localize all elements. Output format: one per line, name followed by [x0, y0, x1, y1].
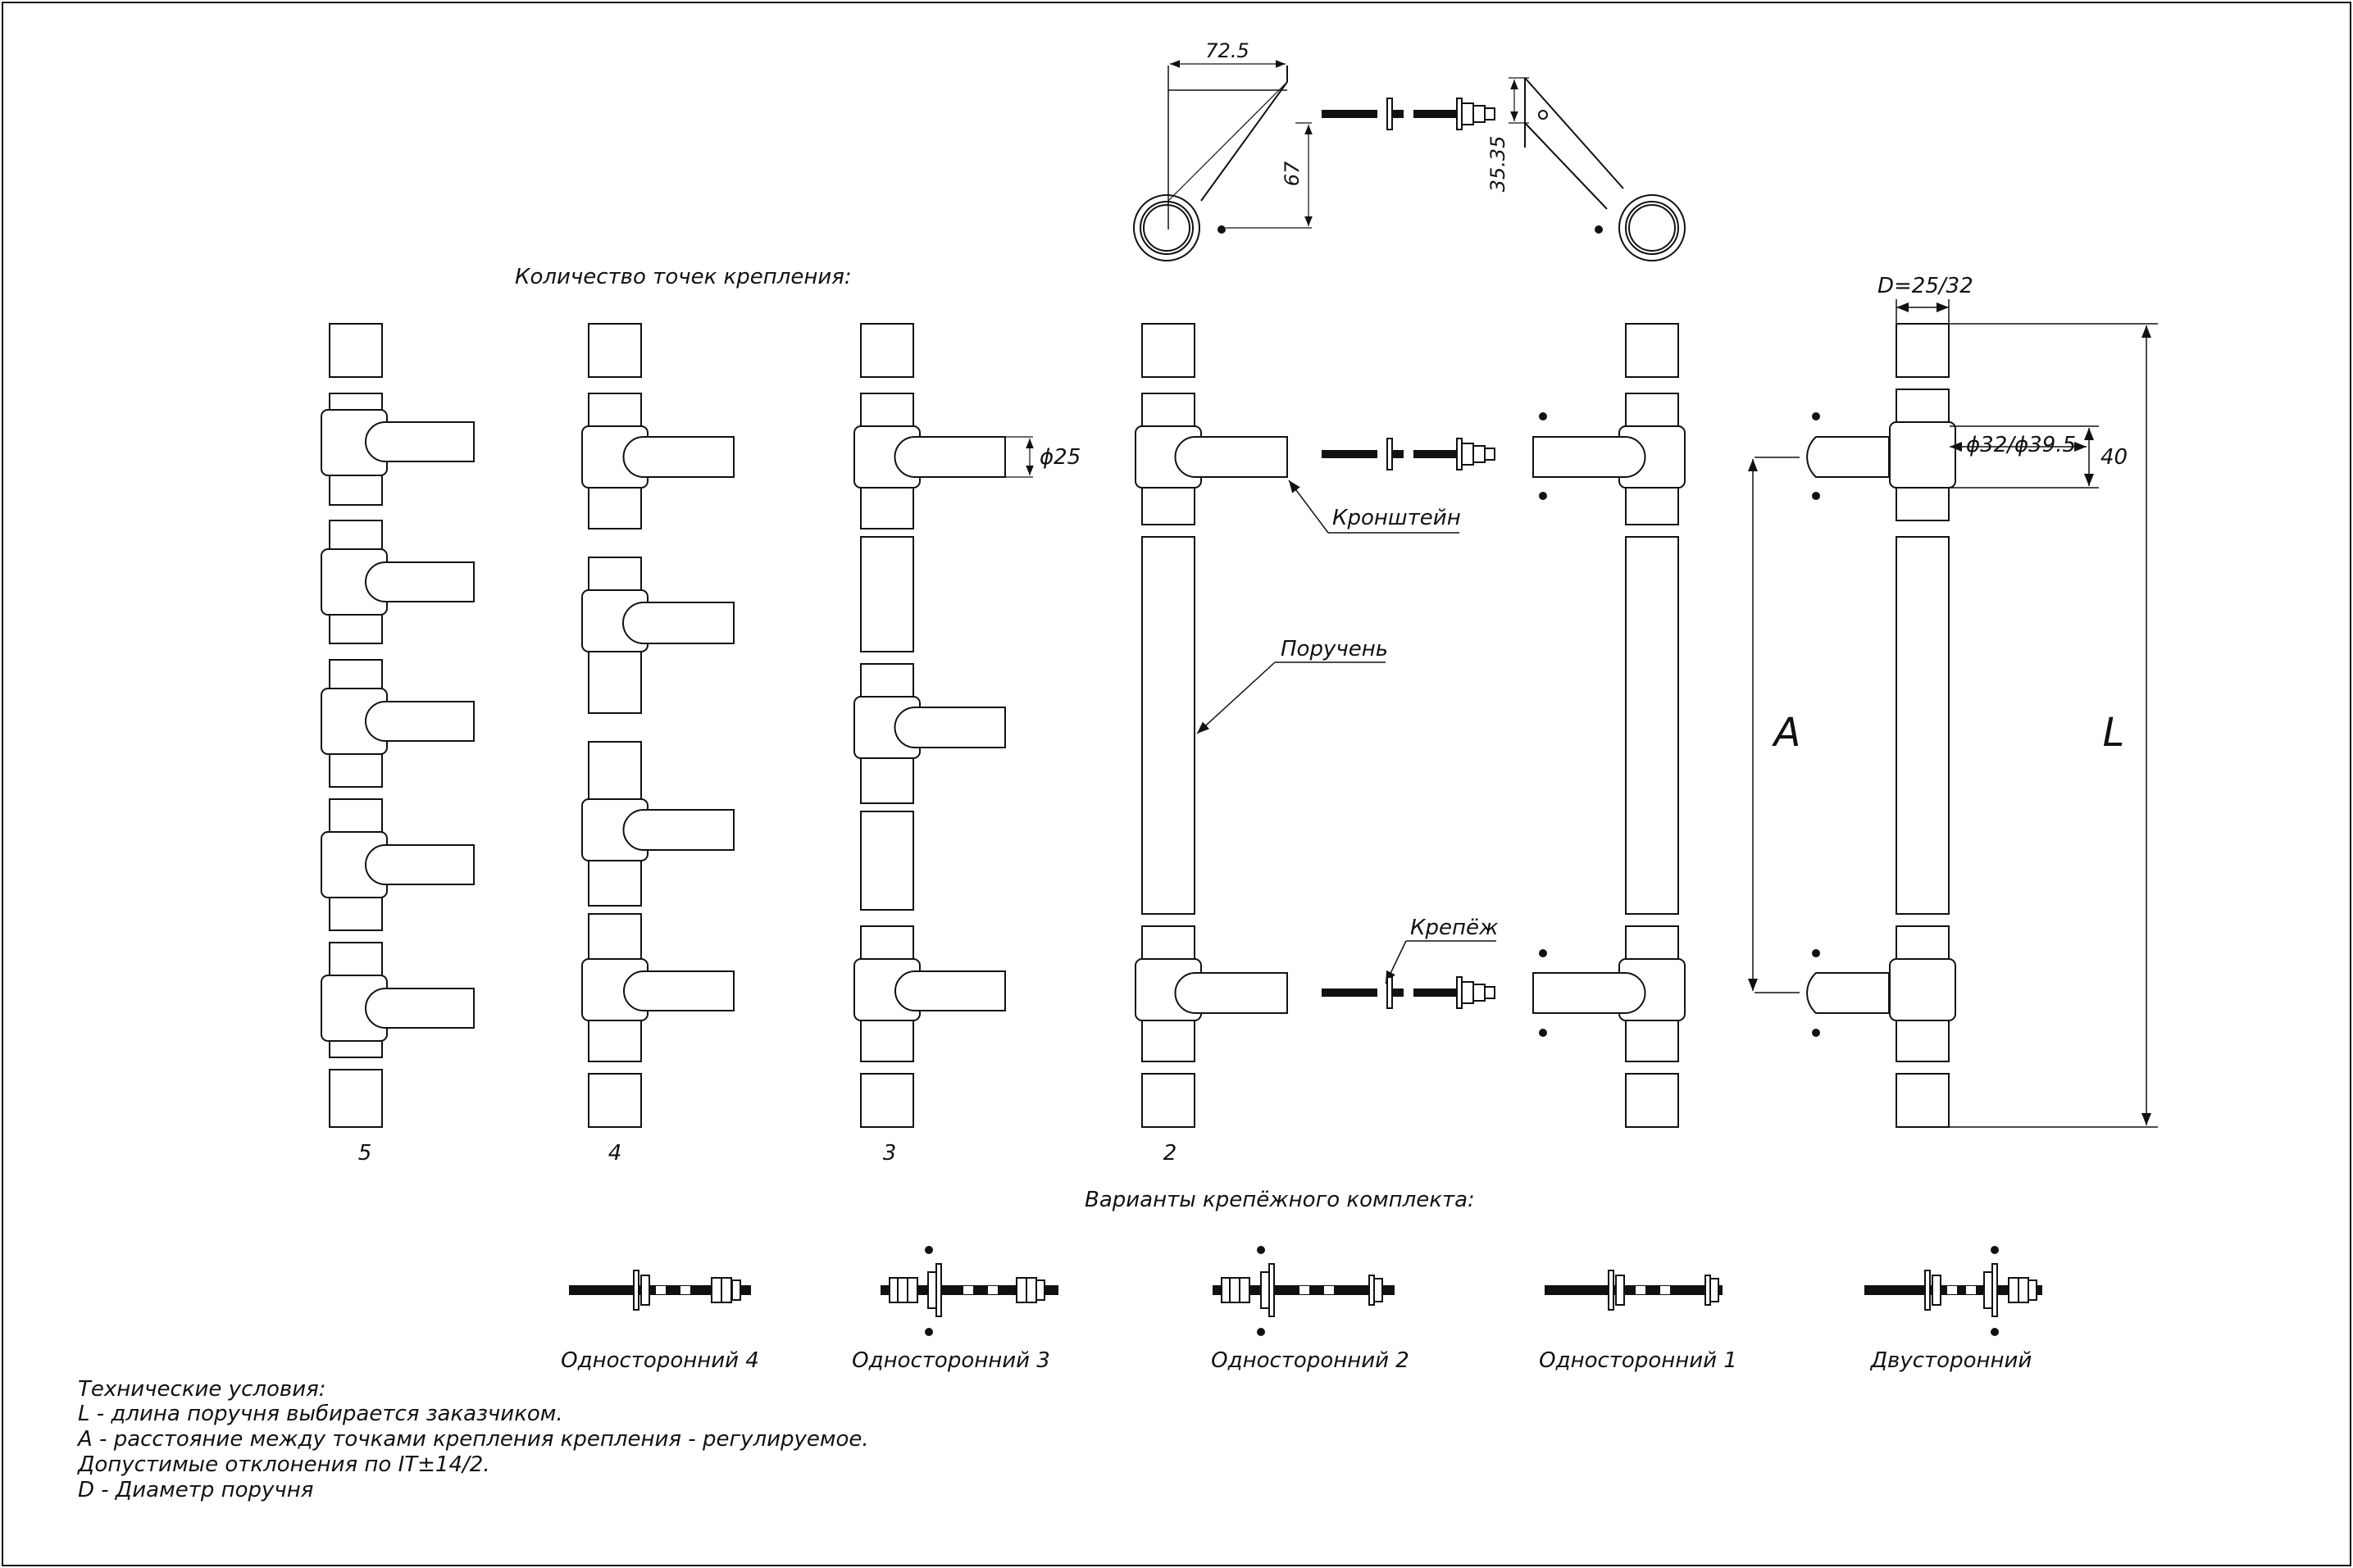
screw-marks-b [1812, 412, 1820, 1037]
kit-label-2: Односторонний 3 [852, 1348, 1050, 1373]
dim-diameter: ϕ32/ϕ39.5 [1966, 433, 2076, 457]
heading-mount-points: Количество точек крепления: [515, 265, 852, 289]
tech-title: Технические условия: [78, 1377, 326, 1402]
callout-lines [1196, 479, 1496, 984]
top-bolt [1322, 98, 1495, 130]
top-detail [1133, 60, 1686, 261]
rail-variant-2 [1135, 323, 1288, 1128]
bolt-lower [1322, 976, 1495, 1009]
callout-fastener: Крепёж [1410, 916, 1499, 940]
dim-67: 67 [1281, 161, 1304, 186]
dim-L: L [2103, 710, 2125, 756]
rail-variant-3 [853, 323, 1034, 1128]
kit-label-1: Односторонний 4 [561, 1348, 759, 1373]
variant-number-4: 4 [608, 1141, 622, 1166]
dim-72-5: 72.5 [1205, 39, 1249, 62]
tech-line-4: D - Диаметр поручня [78, 1478, 313, 1502]
kit-drawing-3 [1213, 1246, 1395, 1336]
rail-variant-5 [321, 323, 475, 1128]
tech-line-2: A - расстояние между точками крепления к… [76, 1427, 869, 1452]
bolt-upper [1322, 438, 1495, 470]
screw-marks-a [1539, 412, 1547, 1037]
kit-label-4: Односторонний 1 [1539, 1348, 1737, 1373]
kit-drawing-1 [569, 1270, 751, 1311]
dim-35-35: 35.35 [1486, 136, 1509, 193]
kit-drawing-4 [1545, 1270, 1723, 1311]
rail-right-a [1532, 323, 1686, 1128]
kit-drawing-5 [1864, 1246, 2042, 1336]
tech-line-3: Допустимые отклонения по IT±14/2. [77, 1452, 490, 1477]
dim-40: 40 [2100, 445, 2128, 470]
dim-d25: ϕ25 [1040, 445, 1081, 470]
tech-line-1: L - длина поручня выбирается заказчиком. [78, 1402, 563, 1426]
callout-bracket: Кронштейн [1332, 506, 1461, 530]
kit-label-5: Двусторонний [1870, 1348, 2032, 1373]
rail-right-b [1806, 323, 1956, 1128]
kit-drawing-2 [881, 1246, 1058, 1336]
dim-D: D=25/32 [1877, 274, 1973, 298]
variant-number-2: 2 [1163, 1141, 1177, 1166]
kit-label-3: Односторонний 2 [1211, 1348, 1409, 1373]
variant-number-3: 3 [883, 1141, 897, 1166]
callout-handrail: Поручень [1281, 637, 1388, 661]
variant-number-5: 5 [358, 1141, 372, 1166]
dim-A: A [1772, 710, 1801, 756]
heading-kit-variants: Варианты крепёжного комплекта: [1085, 1188, 1475, 1212]
dims-right [1748, 299, 2158, 1128]
rail-variant-4 [581, 323, 735, 1128]
